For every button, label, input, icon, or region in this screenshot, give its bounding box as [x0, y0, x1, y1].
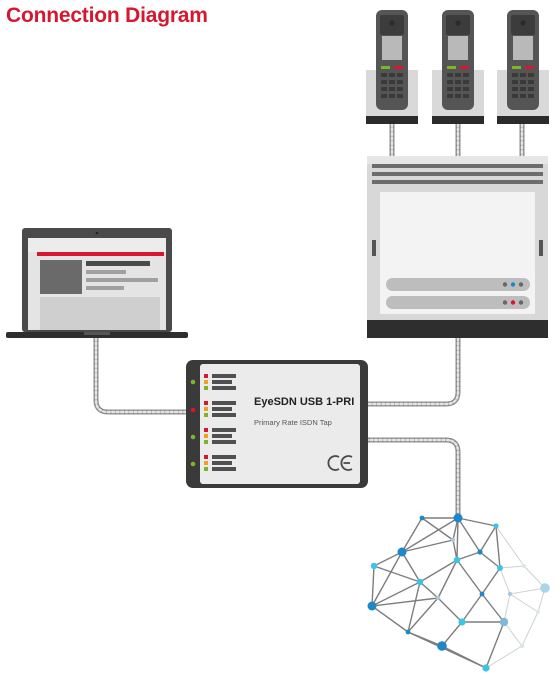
port-status-group-4	[204, 455, 236, 471]
network-link	[523, 565, 546, 589]
network-node	[370, 562, 378, 570]
network-link	[401, 517, 423, 553]
network-node	[397, 547, 407, 557]
pbx-cabinet	[367, 156, 548, 338]
network-node	[435, 595, 441, 601]
network-link	[407, 631, 487, 669]
ce-mark-icon	[327, 455, 353, 471]
network-node	[458, 618, 466, 626]
network-link	[456, 551, 481, 561]
network-node	[493, 523, 499, 529]
network-link	[373, 565, 421, 583]
network-link	[456, 517, 459, 561]
device-subtitle: Primary Rate ISDN Tap	[254, 418, 332, 427]
network-node	[437, 641, 447, 651]
network-node	[497, 565, 503, 571]
network-link	[401, 517, 459, 553]
network-link	[503, 593, 511, 623]
network-link	[509, 587, 546, 595]
network-link	[481, 593, 505, 623]
network-link	[479, 525, 497, 553]
network-link	[371, 581, 421, 607]
page-title: Connection Diagram	[6, 4, 208, 27]
network-link	[441, 621, 463, 647]
network-link	[371, 551, 403, 607]
network-node	[479, 591, 485, 597]
network-node	[453, 513, 463, 523]
port-status-group-1	[204, 374, 236, 390]
cables	[93, 121, 525, 521]
network-node	[477, 549, 483, 555]
network-link	[421, 517, 454, 541]
laptop-cable	[93, 335, 191, 415]
network-link	[521, 611, 539, 647]
network-link	[371, 597, 439, 607]
network-link	[485, 645, 523, 669]
laptop-computer	[6, 228, 188, 338]
network-link	[481, 567, 501, 595]
network-link	[401, 551, 421, 583]
port-status-group-2	[204, 401, 236, 417]
handset-phone-1	[366, 10, 418, 124]
network-node	[450, 537, 456, 543]
network-link	[437, 597, 463, 623]
network-node	[453, 556, 461, 564]
network-link	[503, 621, 523, 647]
port-status-group-3	[204, 428, 236, 444]
network-node	[507, 591, 513, 597]
network-node	[522, 564, 526, 568]
network-node	[405, 629, 411, 635]
network-link	[457, 517, 497, 527]
network-link	[419, 559, 458, 583]
network-link	[437, 559, 458, 599]
eyesdn-device: EyeSDN USB 1-PRI Primary Rate ISDN Tap	[186, 360, 368, 488]
network-link	[457, 517, 481, 553]
network-link	[407, 581, 421, 633]
network-link	[495, 525, 501, 569]
network-node	[419, 515, 425, 521]
pbx-cable	[363, 335, 461, 407]
network-links	[371, 517, 546, 669]
network-link	[401, 539, 454, 553]
network-node	[416, 578, 424, 586]
network-link	[371, 605, 409, 633]
network-link	[509, 593, 539, 613]
network-link	[499, 565, 525, 569]
network-nodes	[367, 513, 550, 672]
network-node	[367, 601, 377, 611]
network-link	[452, 539, 458, 561]
network-cable	[363, 437, 461, 521]
network-link	[419, 581, 439, 599]
network-node	[499, 617, 509, 627]
network-link	[371, 565, 375, 607]
network-node	[519, 643, 525, 649]
network-cloud-icon	[367, 513, 550, 672]
network-link	[373, 551, 403, 567]
handset-phone-3	[497, 10, 549, 124]
network-link	[456, 559, 483, 595]
network-node	[482, 664, 490, 672]
network-link	[479, 551, 501, 569]
network-node	[536, 610, 540, 614]
network-link	[407, 597, 439, 633]
device-name: EyeSDN USB 1-PRI	[254, 396, 354, 408]
network-node	[540, 583, 550, 593]
network-link	[499, 567, 511, 595]
handset-phone-2	[432, 10, 484, 124]
network-link	[461, 593, 483, 623]
network-link	[495, 525, 525, 567]
network-link	[485, 621, 505, 669]
